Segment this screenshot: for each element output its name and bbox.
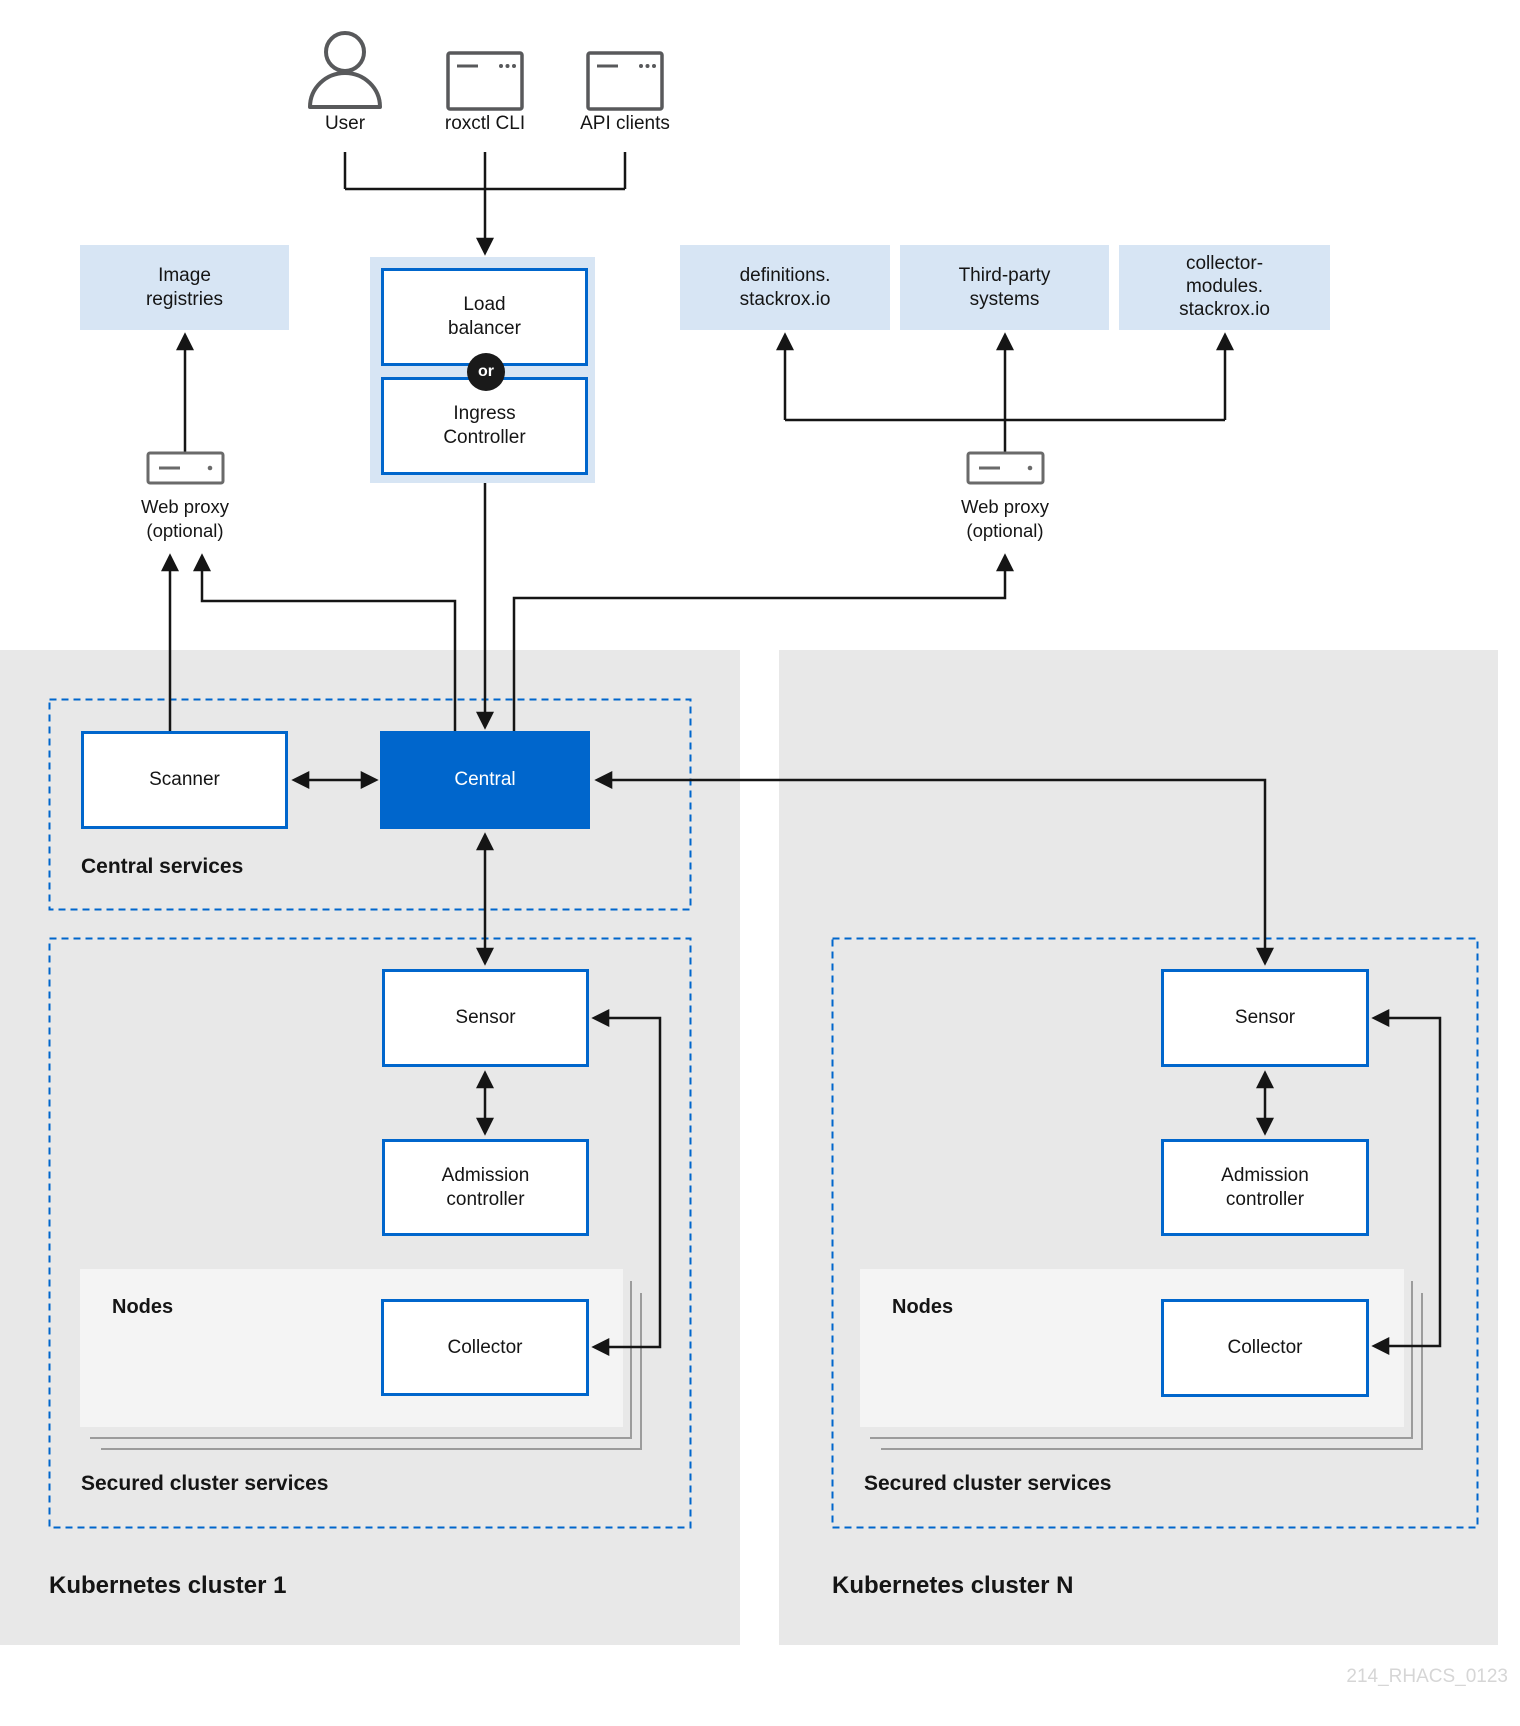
cluster1-sensor-box: Sensor — [382, 969, 589, 1067]
cluster-n-secured-services-label: Secured cluster services — [864, 1472, 1112, 1495]
roxctl-cli-label: roxctl CLI — [444, 113, 526, 134]
cluster1-admission-controller-box: Admission controller — [382, 1139, 589, 1236]
roxctl-cli-window-icon — [446, 51, 524, 111]
cluster1-nodes-stack-lines — [90, 1281, 642, 1450]
user-icon — [308, 31, 382, 109]
scanner-box: Scanner — [81, 731, 288, 829]
cluster-n-nodes-label: Nodes — [892, 1296, 954, 1318]
cluster1-collector-box: Collector — [381, 1299, 589, 1396]
cluster-n-secured-dashed-border — [831, 937, 1479, 1529]
central-to-left-webproxy-arrow — [193, 553, 457, 731]
cluster1-title: Kubernetes cluster 1 — [49, 1572, 287, 1599]
sensor-n-collector-n-loop-arrow — [1371, 1009, 1442, 1355]
api-clients-window-icon — [586, 51, 664, 111]
cluster1-nodes-label: Nodes — [112, 1296, 174, 1318]
web-proxy-left-label: Web proxy (optional) — [140, 496, 230, 542]
cluster-n-collector-box: Collector — [1161, 1299, 1369, 1397]
figure-watermark: 214_RHACS_0123 — [1346, 1666, 1508, 1687]
definitions-stackrox-box: definitions. stackrox.io — [680, 245, 890, 330]
sensor1-collector1-loop-arrow — [591, 1009, 662, 1356]
or-badge: or — [467, 353, 505, 391]
collector-modules-box: collector- modules. stackrox.io — [1119, 245, 1330, 330]
api-clients-label: API clients — [580, 113, 670, 134]
web-proxy-right-icon — [966, 451, 1045, 485]
cluster-n-admission-controller-box: Admission controller — [1161, 1139, 1369, 1236]
cluster-n-sensor-box: Sensor — [1161, 969, 1369, 1067]
user-label: User — [324, 113, 366, 134]
central-box: Central — [380, 731, 590, 829]
cluster1-secured-services-label: Secured cluster services — [81, 1472, 329, 1495]
cluster1-secured-dashed-border — [48, 937, 692, 1529]
central-services-label: Central services — [81, 855, 244, 878]
cluster-n-title: Kubernetes cluster N — [832, 1572, 1074, 1599]
image-registries-box: Image registries — [80, 245, 289, 330]
ingress-controller-box: Ingress Controller — [381, 377, 588, 475]
third-party-systems-box: Third-party systems — [900, 245, 1109, 330]
web-proxy-left-icon — [146, 451, 225, 485]
load-balancer-box: Load balancer — [381, 268, 588, 366]
central-to-right-webproxy-arrow — [512, 553, 1014, 731]
central-sensor-n-arrow — [594, 771, 1274, 966]
web-proxy-right-label: Web proxy (optional) — [960, 496, 1050, 542]
